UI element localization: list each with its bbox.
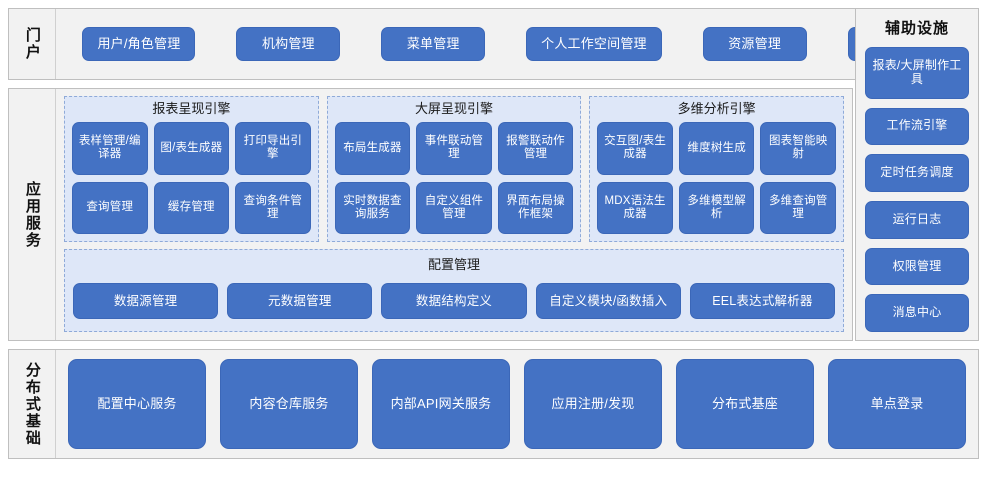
- aux-node-message-center[interactable]: 消息中心: [865, 294, 969, 333]
- olap-node-interactive-chart-table-generator[interactable]: 交互图/表生成器: [597, 122, 673, 175]
- report-node-query-management[interactable]: 查询管理: [72, 181, 148, 234]
- configuration-management-panel: 配置管理 数据源管理 元数据管理 数据结构定义 自定义模块/函数插入 EEL表达…: [64, 249, 844, 332]
- aux-node-workflow-engine[interactable]: 工作流引擎: [865, 107, 969, 146]
- portal-node-personal-workspace-management[interactable]: 个人工作空间管理: [526, 27, 662, 61]
- distributed-foundation-section-label: 分布式基础: [9, 350, 56, 458]
- report-node-cache-management[interactable]: 缓存管理: [153, 181, 230, 234]
- bigscreen-node-layout-generator[interactable]: 布局生成器: [334, 122, 411, 175]
- multidimensional-analysis-engine-grid: 交互图/表生成器 维度树生成 图表智能映射 MDX语法生成器 多维模型解析 多维…: [597, 122, 836, 234]
- bigscreen-rendering-engine-grid: 布局生成器 事件联动管理 报警联动作管理 实时数据查询服务 自定义组件管理 界面…: [334, 122, 574, 234]
- engine-row: 报表呈现引擎 表样管理/编译器 图/表生成器 打印导出引擎 查询管理 缓存管理 …: [64, 96, 845, 242]
- config-node-custom-module-function-insertion[interactable]: 自定义模块/函数插入: [535, 283, 681, 319]
- portal-node-user-role-management[interactable]: 用户/角色管理: [82, 27, 196, 61]
- bigscreen-node-event-linkage-management[interactable]: 事件联动管理: [416, 122, 492, 175]
- aux-node-scheduled-task-scheduling[interactable]: 定时任务调度: [865, 154, 969, 192]
- olap-node-multidimensional-query-management[interactable]: 多维查询管理: [760, 181, 836, 234]
- report-node-template-management-compiler[interactable]: 表样管理/编译器: [72, 122, 148, 175]
- report-node-query-condition-management[interactable]: 查询条件管理: [235, 181, 311, 234]
- report-rendering-engine-title: 报表呈现引擎: [152, 101, 231, 116]
- base-node-config-center-service[interactable]: 配置中心服务: [68, 359, 206, 449]
- aux-node-permission-management[interactable]: 权限管理: [865, 247, 969, 286]
- auxiliary-section-title: 辅助设施: [884, 20, 949, 37]
- application-services-label-text: 应用服务: [23, 180, 41, 249]
- configuration-management-title: 配置管理: [427, 257, 480, 272]
- portal-node-menu-management[interactable]: 菜单管理: [381, 27, 486, 61]
- base-node-distributed-foundation-platform[interactable]: 分布式基座: [676, 359, 814, 449]
- base-node-application-registration-discovery[interactable]: 应用注册/发现: [524, 359, 662, 449]
- report-rendering-engine-panel: 报表呈现引擎 表样管理/编译器 图/表生成器 打印导出引擎 查询管理 缓存管理 …: [64, 96, 319, 242]
- olap-node-dimension-tree-generation[interactable]: 维度树生成: [678, 122, 755, 175]
- bigscreen-node-ui-layout-operation-framework[interactable]: 界面布局操作框架: [497, 181, 574, 234]
- aux-node-runtime-log[interactable]: 运行日志: [865, 200, 969, 239]
- distributed-foundation-node-list: 配置中心服务 内容仓库服务 内部API网关服务 应用注册/发现 分布式基座 单点…: [56, 350, 978, 458]
- auxiliary-facilities-section: 辅助设施 报表/大屏制作工具 工作流引擎 定时任务调度 运行日志 权限管理 消息…: [855, 8, 979, 341]
- olap-node-mdx-syntax-generator[interactable]: MDX语法生成器: [597, 181, 673, 234]
- config-node-data-structure-definition[interactable]: 数据结构定义: [381, 283, 527, 319]
- aux-node-report-bigscreen-authoring-tool[interactable]: 报表/大屏制作工具: [865, 47, 969, 99]
- multidimensional-analysis-engine-title: 多维分析引擎: [677, 101, 756, 116]
- config-node-datasource-management[interactable]: 数据源管理: [73, 283, 219, 319]
- config-node-eel-expression-parser[interactable]: EEL表达式解析器: [689, 283, 836, 319]
- distributed-foundation-section: 分布式基础 配置中心服务 内容仓库服务 内部API网关服务 应用注册/发现 分布…: [8, 349, 979, 459]
- bigscreen-rendering-engine-panel: 大屏呈现引擎 布局生成器 事件联动管理 报警联动作管理 实时数据查询服务 自定义…: [326, 96, 582, 242]
- portal-section-label: 门户: [9, 9, 56, 79]
- olap-node-multidimensional-model-parsing[interactable]: 多维模型解析: [678, 181, 755, 234]
- config-node-metadata-management[interactable]: 元数据管理: [227, 283, 373, 319]
- report-node-print-export-engine[interactable]: 打印导出引擎: [235, 122, 311, 175]
- bigscreen-node-custom-component-management[interactable]: 自定义组件管理: [416, 181, 492, 234]
- olap-node-chart-intelligent-mapping[interactable]: 图表智能映射: [760, 122, 836, 175]
- application-services-section-label: 应用服务: [9, 89, 56, 340]
- bigscreen-node-alarm-linkage-action-management[interactable]: 报警联动作管理: [497, 122, 574, 175]
- application-services-body: 报表呈现引擎 表样管理/编译器 图/表生成器 打印导出引擎 查询管理 缓存管理 …: [56, 89, 852, 340]
- report-node-chart-table-generator[interactable]: 图/表生成器: [153, 122, 230, 175]
- report-rendering-engine-grid: 表样管理/编译器 图/表生成器 打印导出引擎 查询管理 缓存管理 查询条件管理: [72, 122, 311, 234]
- top-row: 门户 用户/角色管理 机构管理 菜单管理 个人工作空间管理 资源管理 自助分析: [8, 8, 979, 80]
- portal-node-resource-management[interactable]: 资源管理: [702, 27, 807, 61]
- portal-section: 门户 用户/角色管理 机构管理 菜单管理 个人工作空间管理 资源管理 自助分析: [8, 8, 979, 80]
- multidimensional-analysis-engine-panel: 多维分析引擎 交互图/表生成器 维度树生成 图表智能映射 MDX语法生成器 多维…: [589, 96, 845, 242]
- portal-node-organization-management[interactable]: 机构管理: [236, 27, 341, 61]
- portal-node-list: 用户/角色管理 机构管理 菜单管理 个人工作空间管理 资源管理 自助分析: [56, 9, 978, 79]
- base-node-content-repository-service[interactable]: 内容仓库服务: [220, 359, 358, 449]
- application-services-section: 应用服务 报表呈现引擎 表样管理/编译器 图/表生成器 打印导出引擎 查询管理 …: [8, 88, 853, 341]
- bigscreen-node-realtime-data-query-service[interactable]: 实时数据查询服务: [334, 181, 411, 234]
- distributed-foundation-label-text: 分布式基础: [23, 361, 41, 447]
- configuration-management-node-list: 数据源管理 元数据管理 数据结构定义 自定义模块/函数插入 EEL表达式解析器: [73, 278, 836, 324]
- bigscreen-rendering-engine-title: 大屏呈现引擎: [415, 101, 494, 116]
- portal-label-text: 门户: [23, 27, 41, 61]
- base-node-internal-api-gateway-service[interactable]: 内部API网关服务: [372, 359, 510, 449]
- base-node-single-sign-on[interactable]: 单点登录: [828, 359, 966, 449]
